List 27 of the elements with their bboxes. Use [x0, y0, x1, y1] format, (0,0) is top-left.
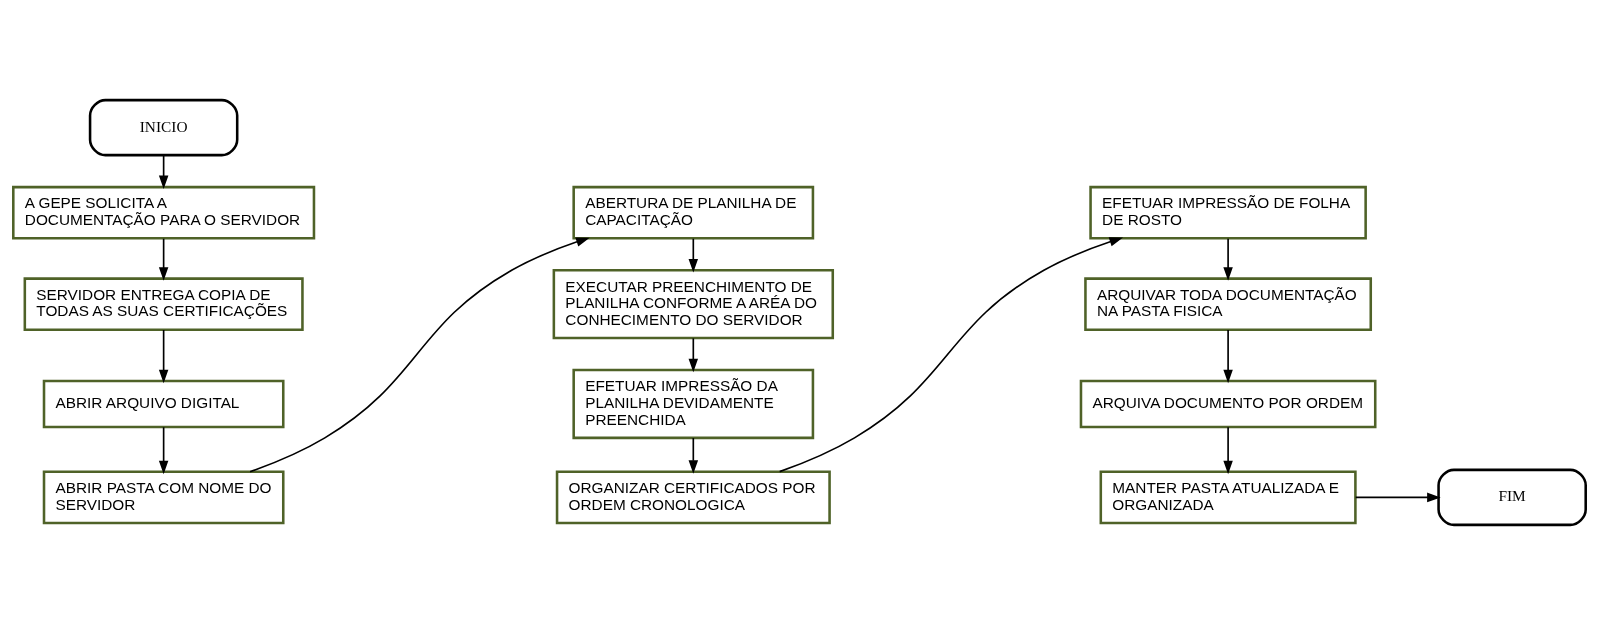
arrow	[688, 437, 699, 474]
node-box: ARQUIVA DOCUMENTO POR ORDEM	[1079, 379, 1377, 429]
node-box: EFETUAR IMPRESSÃO DE FOLHA DE ROSTO	[1089, 185, 1367, 240]
node-box: ORGANIZAR CERTIFICADOS POR ORDEM CRONOLOGICA	[555, 470, 831, 525]
node-box: ARQUIVAR TODA DOCUMENTAÇÃO NA PASTA FISICA	[1084, 277, 1373, 332]
arrow	[1354, 492, 1441, 503]
node-box: ABERTURA DE PLANILHA DE CAPACITAÇÃO	[572, 185, 815, 240]
node-box: EFETUAR IMPRESSÃO DA PLANILHA DEVIDAMENTE PREENCHIDA	[572, 368, 815, 440]
arrow	[158, 154, 169, 190]
arrow	[1223, 329, 1233, 384]
arrow	[158, 237, 169, 281]
node-box: EXECUTAR PREENCHIMENTO DE PLANILHA CONFORME A ARÉA DO CONHECIMENTO DO SERVIDOR	[552, 269, 835, 340]
node-box: MANTER PASTA ATUALIZADA E ORGANIZADA	[1099, 470, 1357, 525]
node-box: INICIO	[88, 98, 239, 157]
arrow	[778, 237, 1124, 473]
node-box: A GEPE SOLICITA A DOCUMENTAÇÃO PARA O SERVIDOR	[12, 185, 316, 240]
arrow	[249, 237, 590, 473]
arrow	[1223, 426, 1233, 475]
node-box: ABRIR ARQUIVO DIGITAL	[42, 379, 285, 429]
node-box: FIM	[1437, 468, 1587, 527]
node-box: SERVIDOR ENTREGA COPIA DE TODAS AS SUAS CERTIFICAÇÕES	[23, 277, 304, 332]
node-box: ABRIR PASTA COM NOME DO SERVIDOR	[42, 470, 285, 525]
arrow	[158, 426, 169, 475]
arrow	[1223, 237, 1233, 281]
arrow	[688, 337, 699, 373]
arrow	[688, 237, 699, 273]
arrow	[158, 329, 169, 384]
